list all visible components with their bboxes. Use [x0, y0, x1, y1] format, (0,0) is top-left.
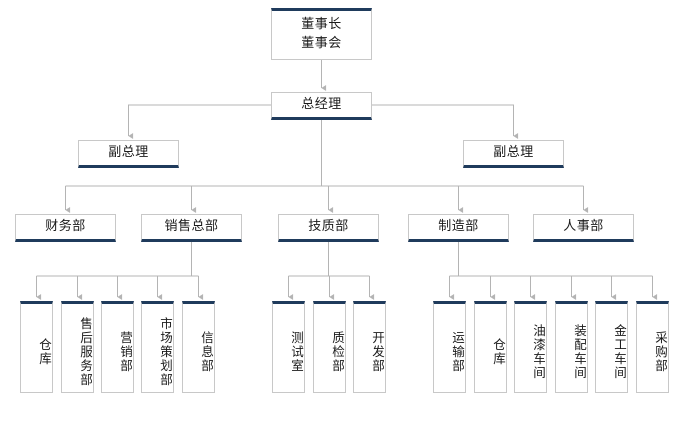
- node-label: 仓库: [491, 337, 506, 366]
- node-label: 副总理: [493, 144, 534, 160]
- node-department[interactable]: 销售总部: [141, 214, 242, 242]
- node-sub-unit[interactable]: 金工车间: [595, 301, 628, 393]
- node-label: 质检部: [330, 330, 345, 373]
- node-label: 财务部: [45, 218, 86, 234]
- node-vice-manager-left[interactable]: 副总理: [78, 140, 179, 168]
- node-sub-unit[interactable]: 运输部: [433, 301, 466, 393]
- node-sub-unit[interactable]: 采购部: [636, 301, 669, 393]
- node-sub-unit[interactable]: 质检部: [313, 301, 346, 393]
- node-department[interactable]: 人事部: [533, 214, 634, 242]
- node-label: 采购部: [653, 330, 668, 373]
- node-general-manager[interactable]: 总经理: [271, 92, 372, 120]
- node-board-chairman[interactable]: 董事长 董事会: [271, 8, 372, 60]
- node-sub-unit[interactable]: 市场策划部: [141, 301, 174, 393]
- node-sub-unit[interactable]: 油漆车间: [514, 301, 547, 393]
- node-sub-unit[interactable]: 装配车间: [555, 301, 588, 393]
- node-label: 金工车间: [612, 323, 627, 380]
- node-sub-unit[interactable]: 测试室: [272, 301, 305, 393]
- node-label: 营销部: [118, 330, 133, 373]
- node-label: 技质部: [308, 218, 349, 234]
- node-label: 总经理: [301, 96, 342, 112]
- node-label: 售后服务部: [78, 316, 93, 387]
- node-label: 市场策划部: [158, 316, 173, 387]
- node-label: 油漆车间: [531, 323, 546, 380]
- node-label: 装配车间: [572, 323, 587, 380]
- node-department[interactable]: 财务部: [15, 214, 116, 242]
- node-sub-unit[interactable]: 仓库: [20, 301, 53, 393]
- node-department[interactable]: 技质部: [278, 214, 379, 242]
- node-label: 信息部: [199, 330, 214, 373]
- node-label: 开发部: [370, 330, 385, 373]
- node-sub-unit[interactable]: 开发部: [353, 301, 386, 393]
- node-department[interactable]: 制造部: [408, 214, 509, 242]
- node-label: 销售总部: [164, 218, 219, 234]
- node-label: 董事长 董事会: [301, 17, 342, 51]
- node-label: 运输部: [450, 330, 465, 373]
- node-vice-manager-right[interactable]: 副总理: [463, 140, 564, 168]
- node-sub-unit[interactable]: 仓库: [474, 301, 507, 393]
- node-sub-unit[interactable]: 售后服务部: [61, 301, 94, 393]
- node-sub-unit[interactable]: 营销部: [101, 301, 134, 393]
- node-label: 测试室: [289, 330, 304, 373]
- node-label: 制造部: [438, 218, 479, 234]
- node-sub-unit[interactable]: 信息部: [182, 301, 215, 393]
- node-label: 人事部: [563, 218, 604, 234]
- node-label: 仓库: [37, 337, 52, 366]
- node-label: 副总理: [108, 144, 149, 160]
